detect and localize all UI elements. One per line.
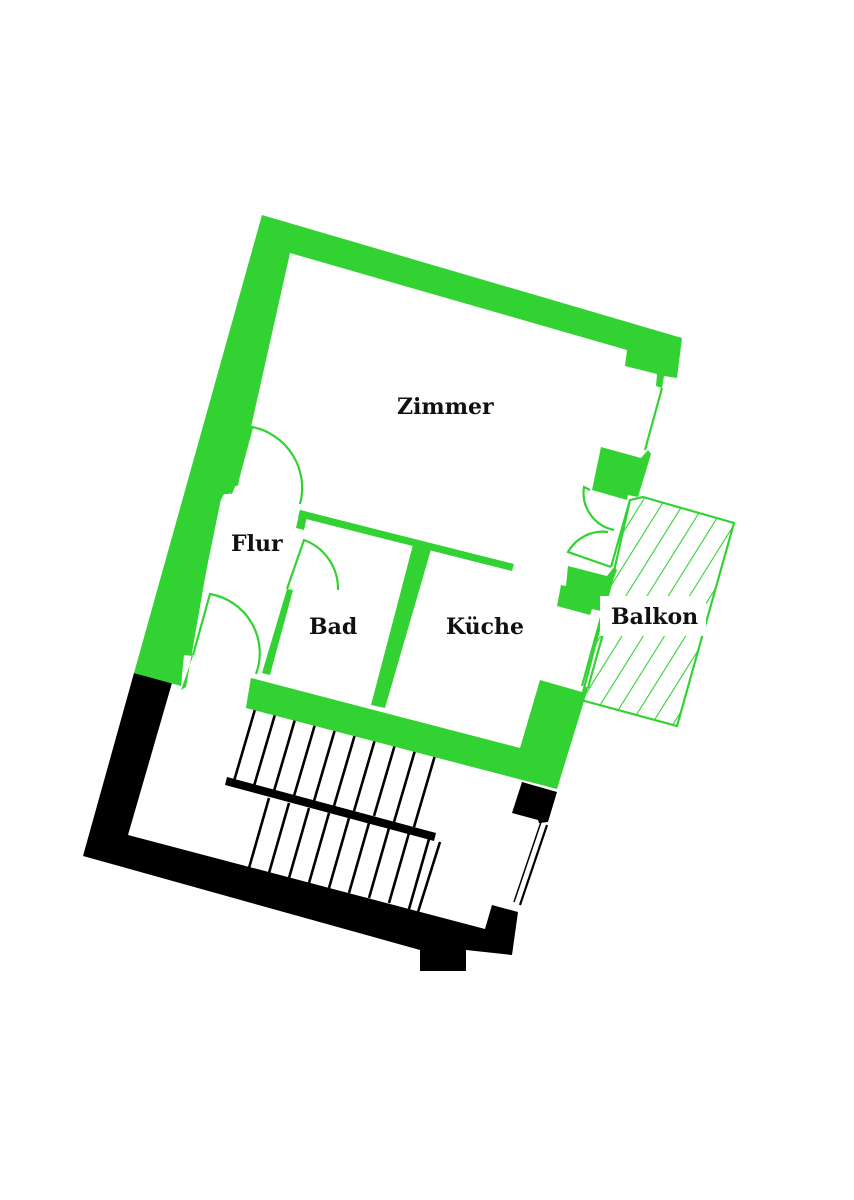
stairwell-pier xyxy=(512,782,557,823)
wall-top xyxy=(262,215,682,388)
wall-bottom xyxy=(246,678,588,789)
label-bad: Bad xyxy=(309,614,357,640)
wall-flur-bad-stub xyxy=(296,510,308,530)
room-labels: Zimmer Flur Bad Küche Balkon xyxy=(231,394,698,640)
interior-walls xyxy=(262,510,514,708)
wall-bottom-left xyxy=(246,678,262,708)
door-zimmer xyxy=(234,425,304,505)
stair-upper-flight xyxy=(232,705,438,828)
label-flur: Flur xyxy=(231,531,283,557)
stairwell-wall xyxy=(83,673,518,971)
wall-right-pier-upper xyxy=(592,447,651,500)
stair-landing-bar xyxy=(225,777,436,841)
stair-lower-flight xyxy=(247,797,442,913)
stairwell-door-frame-inner xyxy=(513,821,542,903)
doors xyxy=(191,425,615,675)
door-balcony-lower xyxy=(566,530,612,569)
door-balcony-upper xyxy=(582,485,615,532)
wall-zimmer-kueche xyxy=(298,510,514,571)
balcony xyxy=(579,495,736,728)
door-entrance xyxy=(191,592,261,675)
wall-left xyxy=(134,215,290,686)
apartment xyxy=(134,215,682,789)
stairwell xyxy=(83,673,557,971)
label-kueche: Küche xyxy=(446,614,524,640)
stairwell-door-frame xyxy=(518,824,549,906)
label-balkon: Balkon xyxy=(611,604,698,630)
balcony-label-bg xyxy=(600,596,706,636)
door-bad xyxy=(285,538,340,591)
wall-bad-kueche xyxy=(371,541,432,708)
wall-flur-bad xyxy=(262,589,293,675)
window-zimmer xyxy=(643,387,664,451)
window-kueche-inner xyxy=(580,609,605,687)
label-zimmer: Zimmer xyxy=(397,394,494,420)
